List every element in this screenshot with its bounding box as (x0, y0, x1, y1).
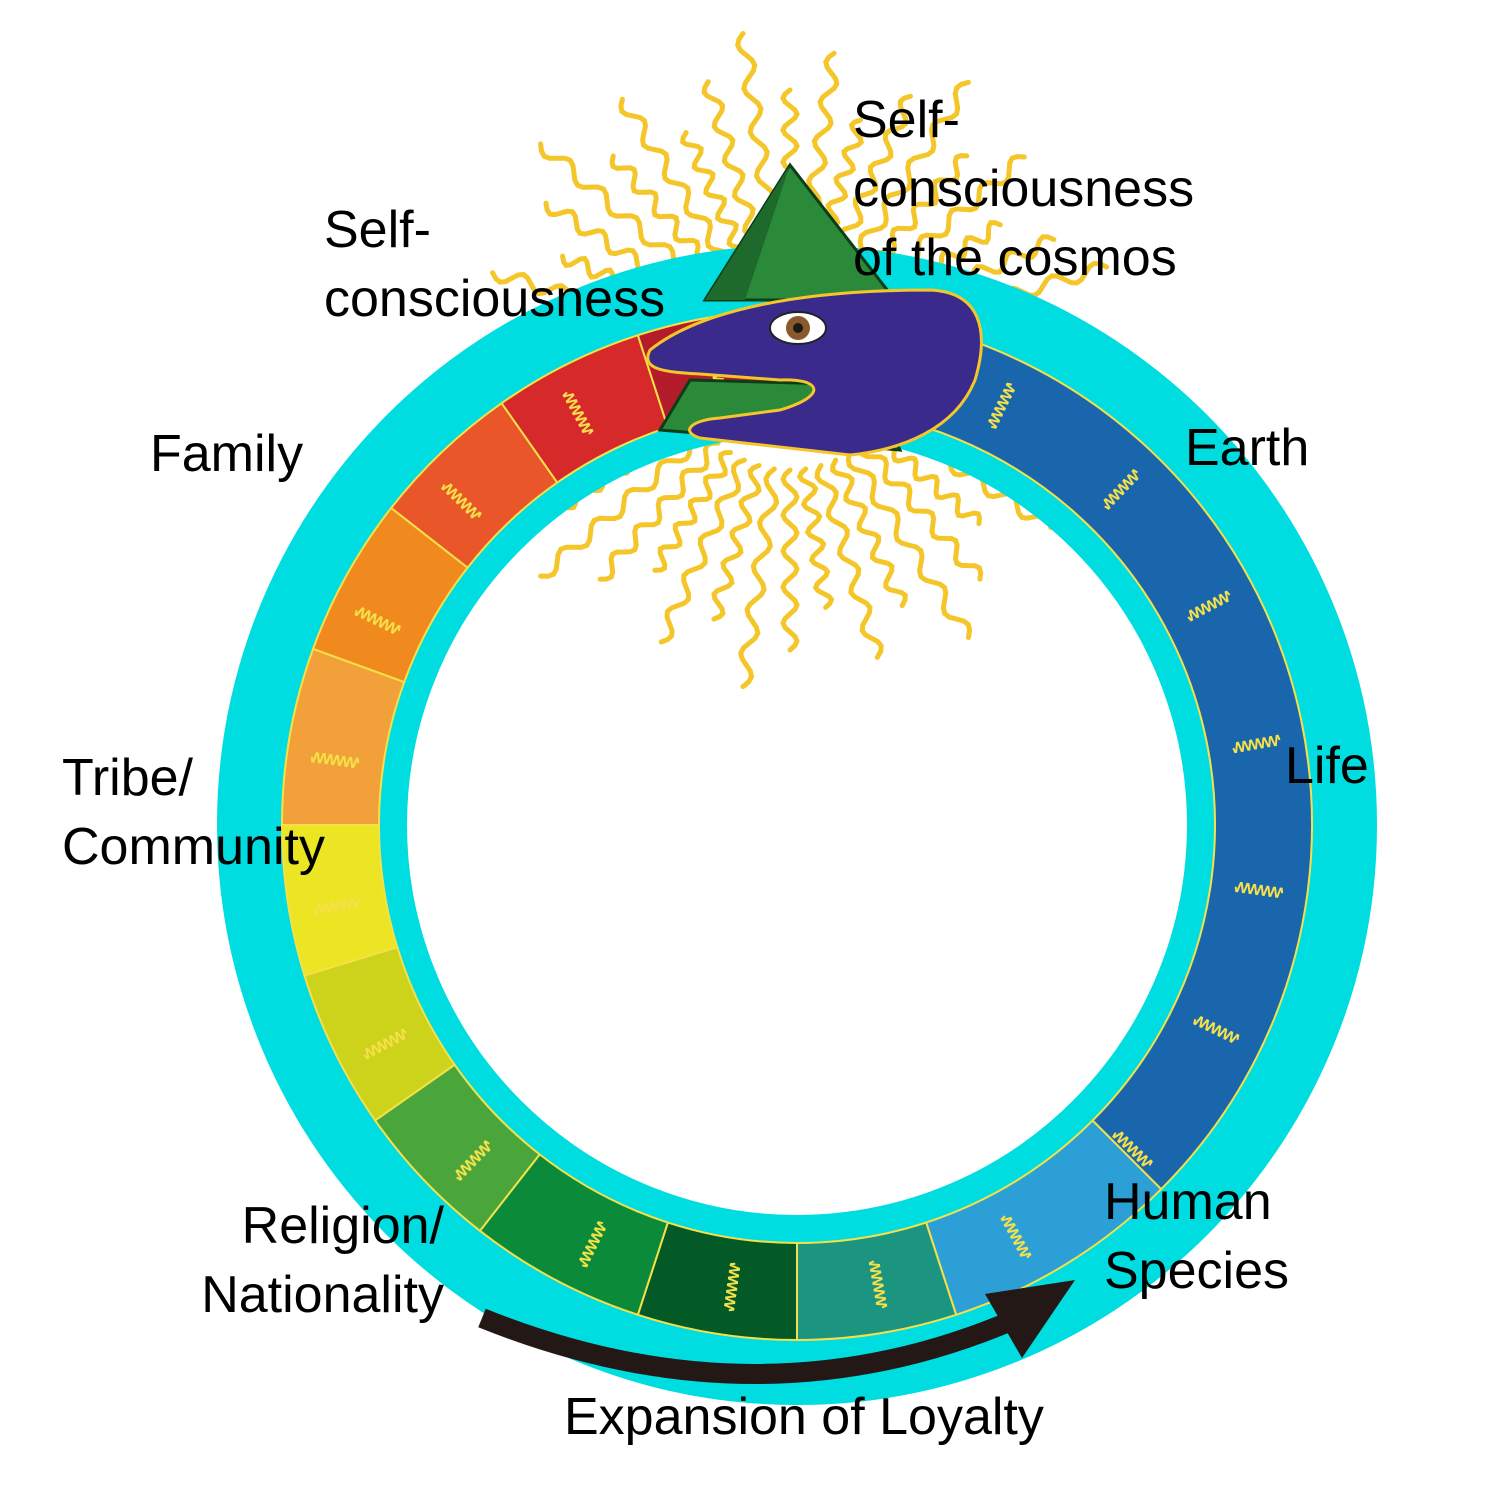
sun-ray (845, 450, 973, 641)
eye-pupil (793, 323, 803, 333)
scale-line (455, 1140, 491, 1181)
sun-ray (858, 440, 984, 582)
sun-ray (652, 450, 733, 573)
scale-line (1232, 734, 1281, 754)
sun-ray (738, 466, 780, 690)
scale-line (1187, 590, 1231, 622)
label-expansion-of-loyalty: Expansion of Loyalty (564, 1388, 1044, 1446)
scale-line (562, 391, 594, 435)
sun-ray (701, 79, 766, 257)
sun-ray (780, 467, 800, 653)
snake-head (646, 288, 983, 457)
sun-ray (618, 96, 735, 270)
label-tribe-community: Tribe/ Community (62, 749, 325, 876)
sun-ray (847, 79, 971, 270)
label-human-species: Human Species (1104, 1173, 1289, 1300)
scale-line (441, 483, 482, 519)
sun-ray (680, 130, 751, 263)
sun-ray (796, 466, 835, 610)
scale-line (868, 1260, 888, 1309)
scale-line (579, 1221, 606, 1268)
sun-ray (711, 463, 762, 622)
scale-line (363, 1028, 407, 1060)
label-earth: Earth (1185, 419, 1310, 477)
sun-ray (833, 93, 913, 263)
sun-ray (830, 457, 908, 609)
sun-ray (538, 429, 710, 579)
scale-line (1234, 881, 1284, 899)
scale-line (313, 896, 362, 916)
body-segment (662, 309, 1313, 1191)
label-self-consciousness: Self- consciousness (324, 201, 666, 328)
label-life: Life (1285, 737, 1369, 795)
scale-line (1112, 1131, 1153, 1167)
arrowhead-icon (985, 1280, 1075, 1358)
sun-ray (658, 457, 747, 645)
scale-line (723, 1262, 741, 1312)
scale-line (1103, 469, 1139, 510)
sun-ray (814, 463, 884, 660)
label-self-consciousness-of-the-cosmos: Self- consciousness of the cosmos (853, 91, 1195, 287)
loyalty-arrow (478, 1308, 1022, 1384)
label-family: Family (150, 425, 304, 483)
scale-line (310, 751, 360, 769)
scale-line (988, 382, 1015, 429)
label-religion-nationality: Religion/ Nationality (201, 1197, 444, 1324)
pyramid-shade (705, 165, 790, 300)
scale-line (354, 607, 401, 634)
sun-ray (597, 440, 721, 582)
scale-line (1000, 1215, 1032, 1259)
scale-line (1193, 1016, 1240, 1043)
